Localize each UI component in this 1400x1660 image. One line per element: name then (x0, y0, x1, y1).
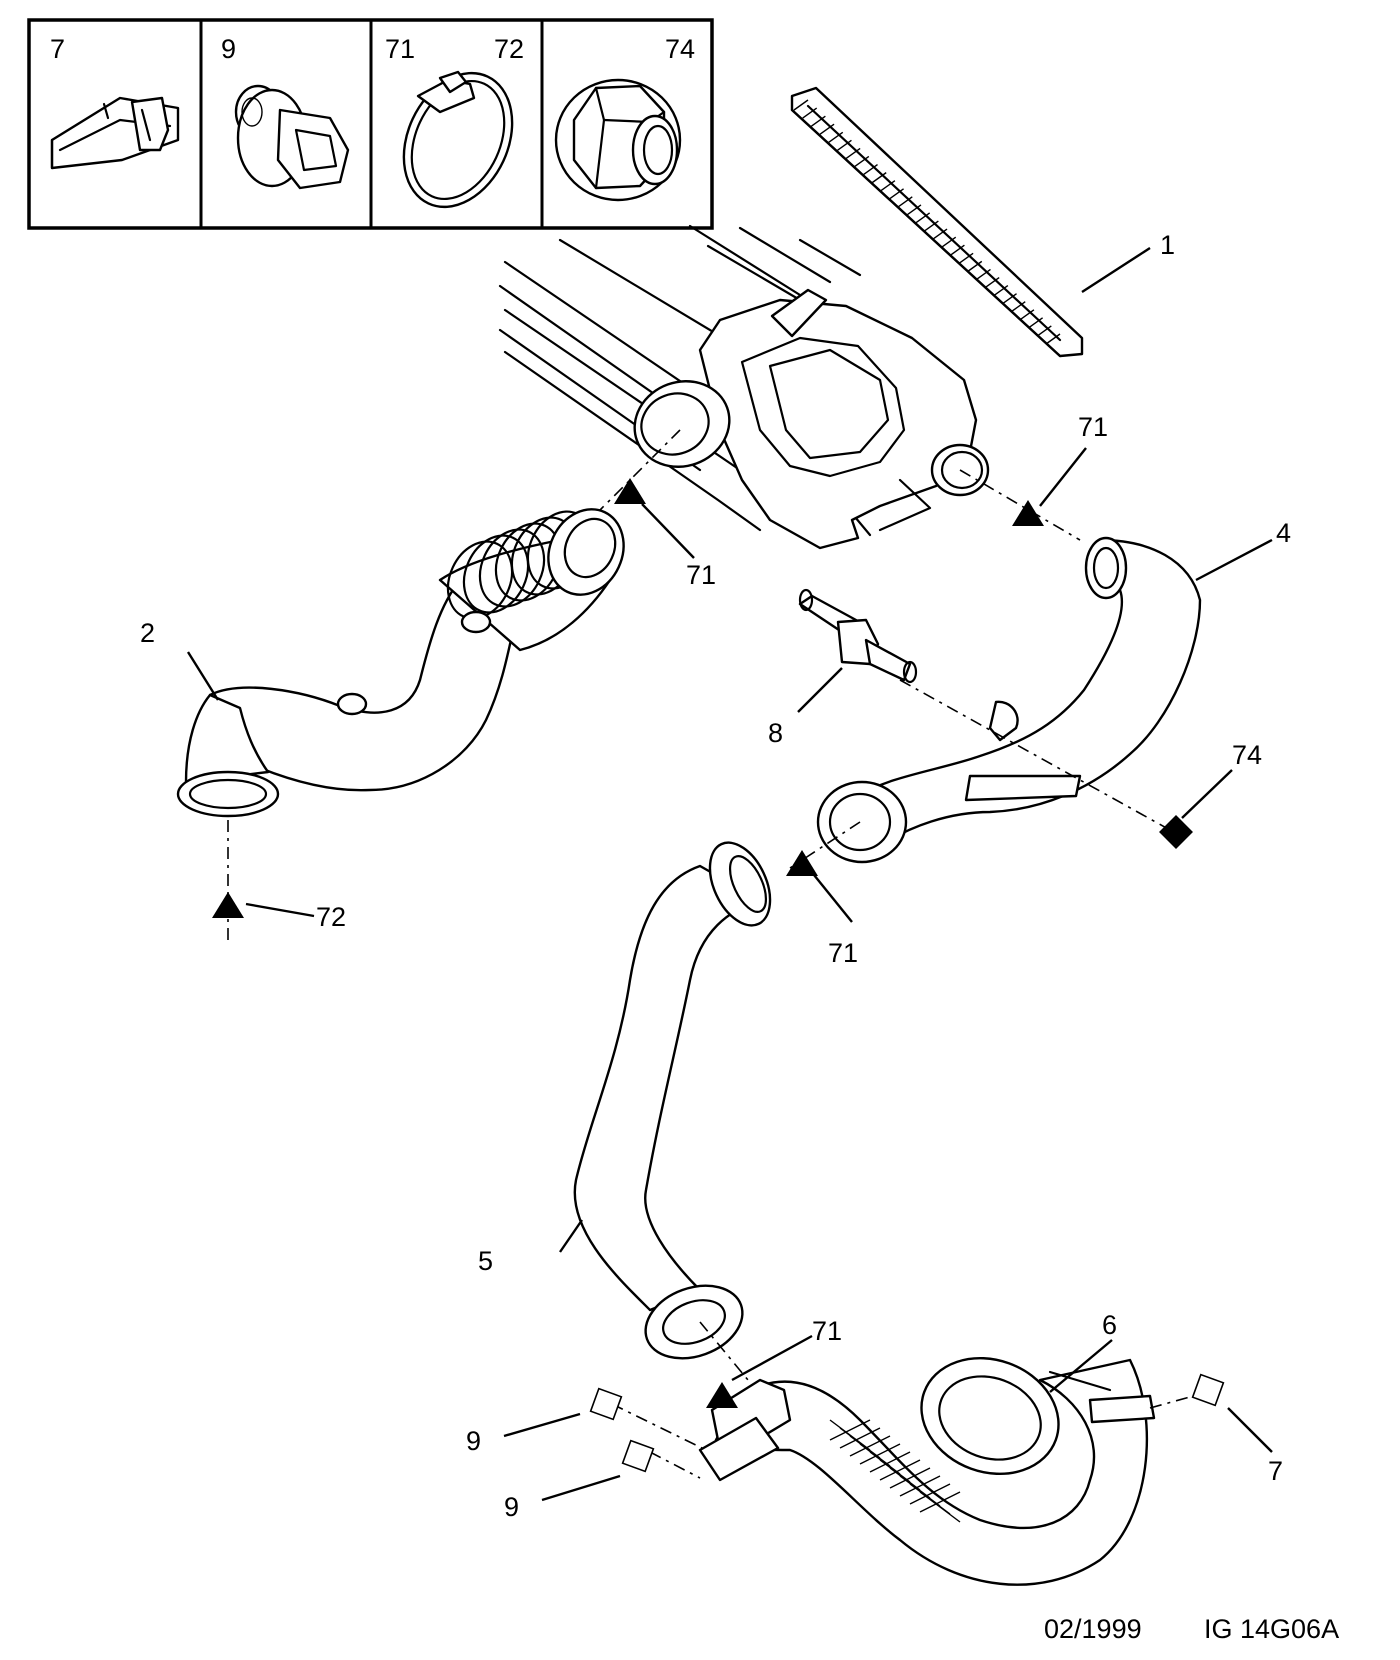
marker-71-b (1012, 500, 1044, 526)
marker-7 (1191, 1373, 1225, 1407)
air-filter (790, 86, 1084, 358)
inset-panels: 7 9 71 72 74 (27, 18, 714, 230)
callout-4: 4 (1276, 518, 1291, 548)
footer: 02/1999 IG 14G06A (1044, 1614, 1339, 1644)
marker-72 (212, 892, 244, 918)
marker-9-b (621, 1439, 655, 1473)
leader-lines (186, 246, 1273, 1502)
inset-label-71: 71 (385, 34, 415, 64)
callout-71-b: 71 (1078, 412, 1108, 442)
callout-5: 5 (478, 1246, 493, 1276)
inset-label-72: 72 (494, 34, 524, 64)
callout-71-d: 71 (812, 1316, 842, 1346)
hose-5 (573, 841, 772, 1360)
inset-label-9: 9 (221, 34, 236, 64)
marker-9-a (589, 1387, 623, 1421)
connection-lines (227, 429, 1209, 1479)
callout-1: 1 (1160, 230, 1175, 260)
callout-labels: 1 2 4 5 6 7 8 9 9 71 71 71 71 72 74 (140, 230, 1291, 1522)
intake-manifold (498, 224, 990, 550)
callout-72: 72 (316, 902, 346, 932)
callout-8: 8 (768, 718, 783, 748)
flange-nut-icon (554, 78, 682, 202)
footer-date: 02/1999 (1044, 1614, 1142, 1644)
callout-2: 2 (140, 618, 155, 648)
marker-71-d (706, 1382, 738, 1408)
inset-label-7: 7 (50, 34, 65, 64)
marker-71-c (786, 850, 818, 876)
callout-9-a: 9 (466, 1426, 481, 1456)
footer-ref: IG 14G06A (1204, 1614, 1339, 1644)
callout-6: 6 (1102, 1310, 1117, 1340)
callout-9-b: 9 (504, 1492, 519, 1522)
sensor-8 (798, 588, 918, 684)
callout-71-c: 71 (828, 938, 858, 968)
callout-74: 74 (1232, 740, 1262, 770)
hose-4 (816, 536, 1202, 864)
hose-6 (698, 1356, 1156, 1586)
clip-7-icon (50, 96, 180, 170)
callout-71-a: 71 (686, 560, 716, 590)
marker-71-a (614, 478, 646, 504)
clip-9-icon (234, 84, 350, 190)
inset-label-74: 74 (665, 34, 695, 64)
callout-7: 7 (1268, 1456, 1283, 1486)
marker-74 (1159, 815, 1193, 849)
hose-clamp-icon (402, 70, 514, 209)
hose-2 (176, 508, 625, 818)
markers (212, 478, 1225, 1473)
